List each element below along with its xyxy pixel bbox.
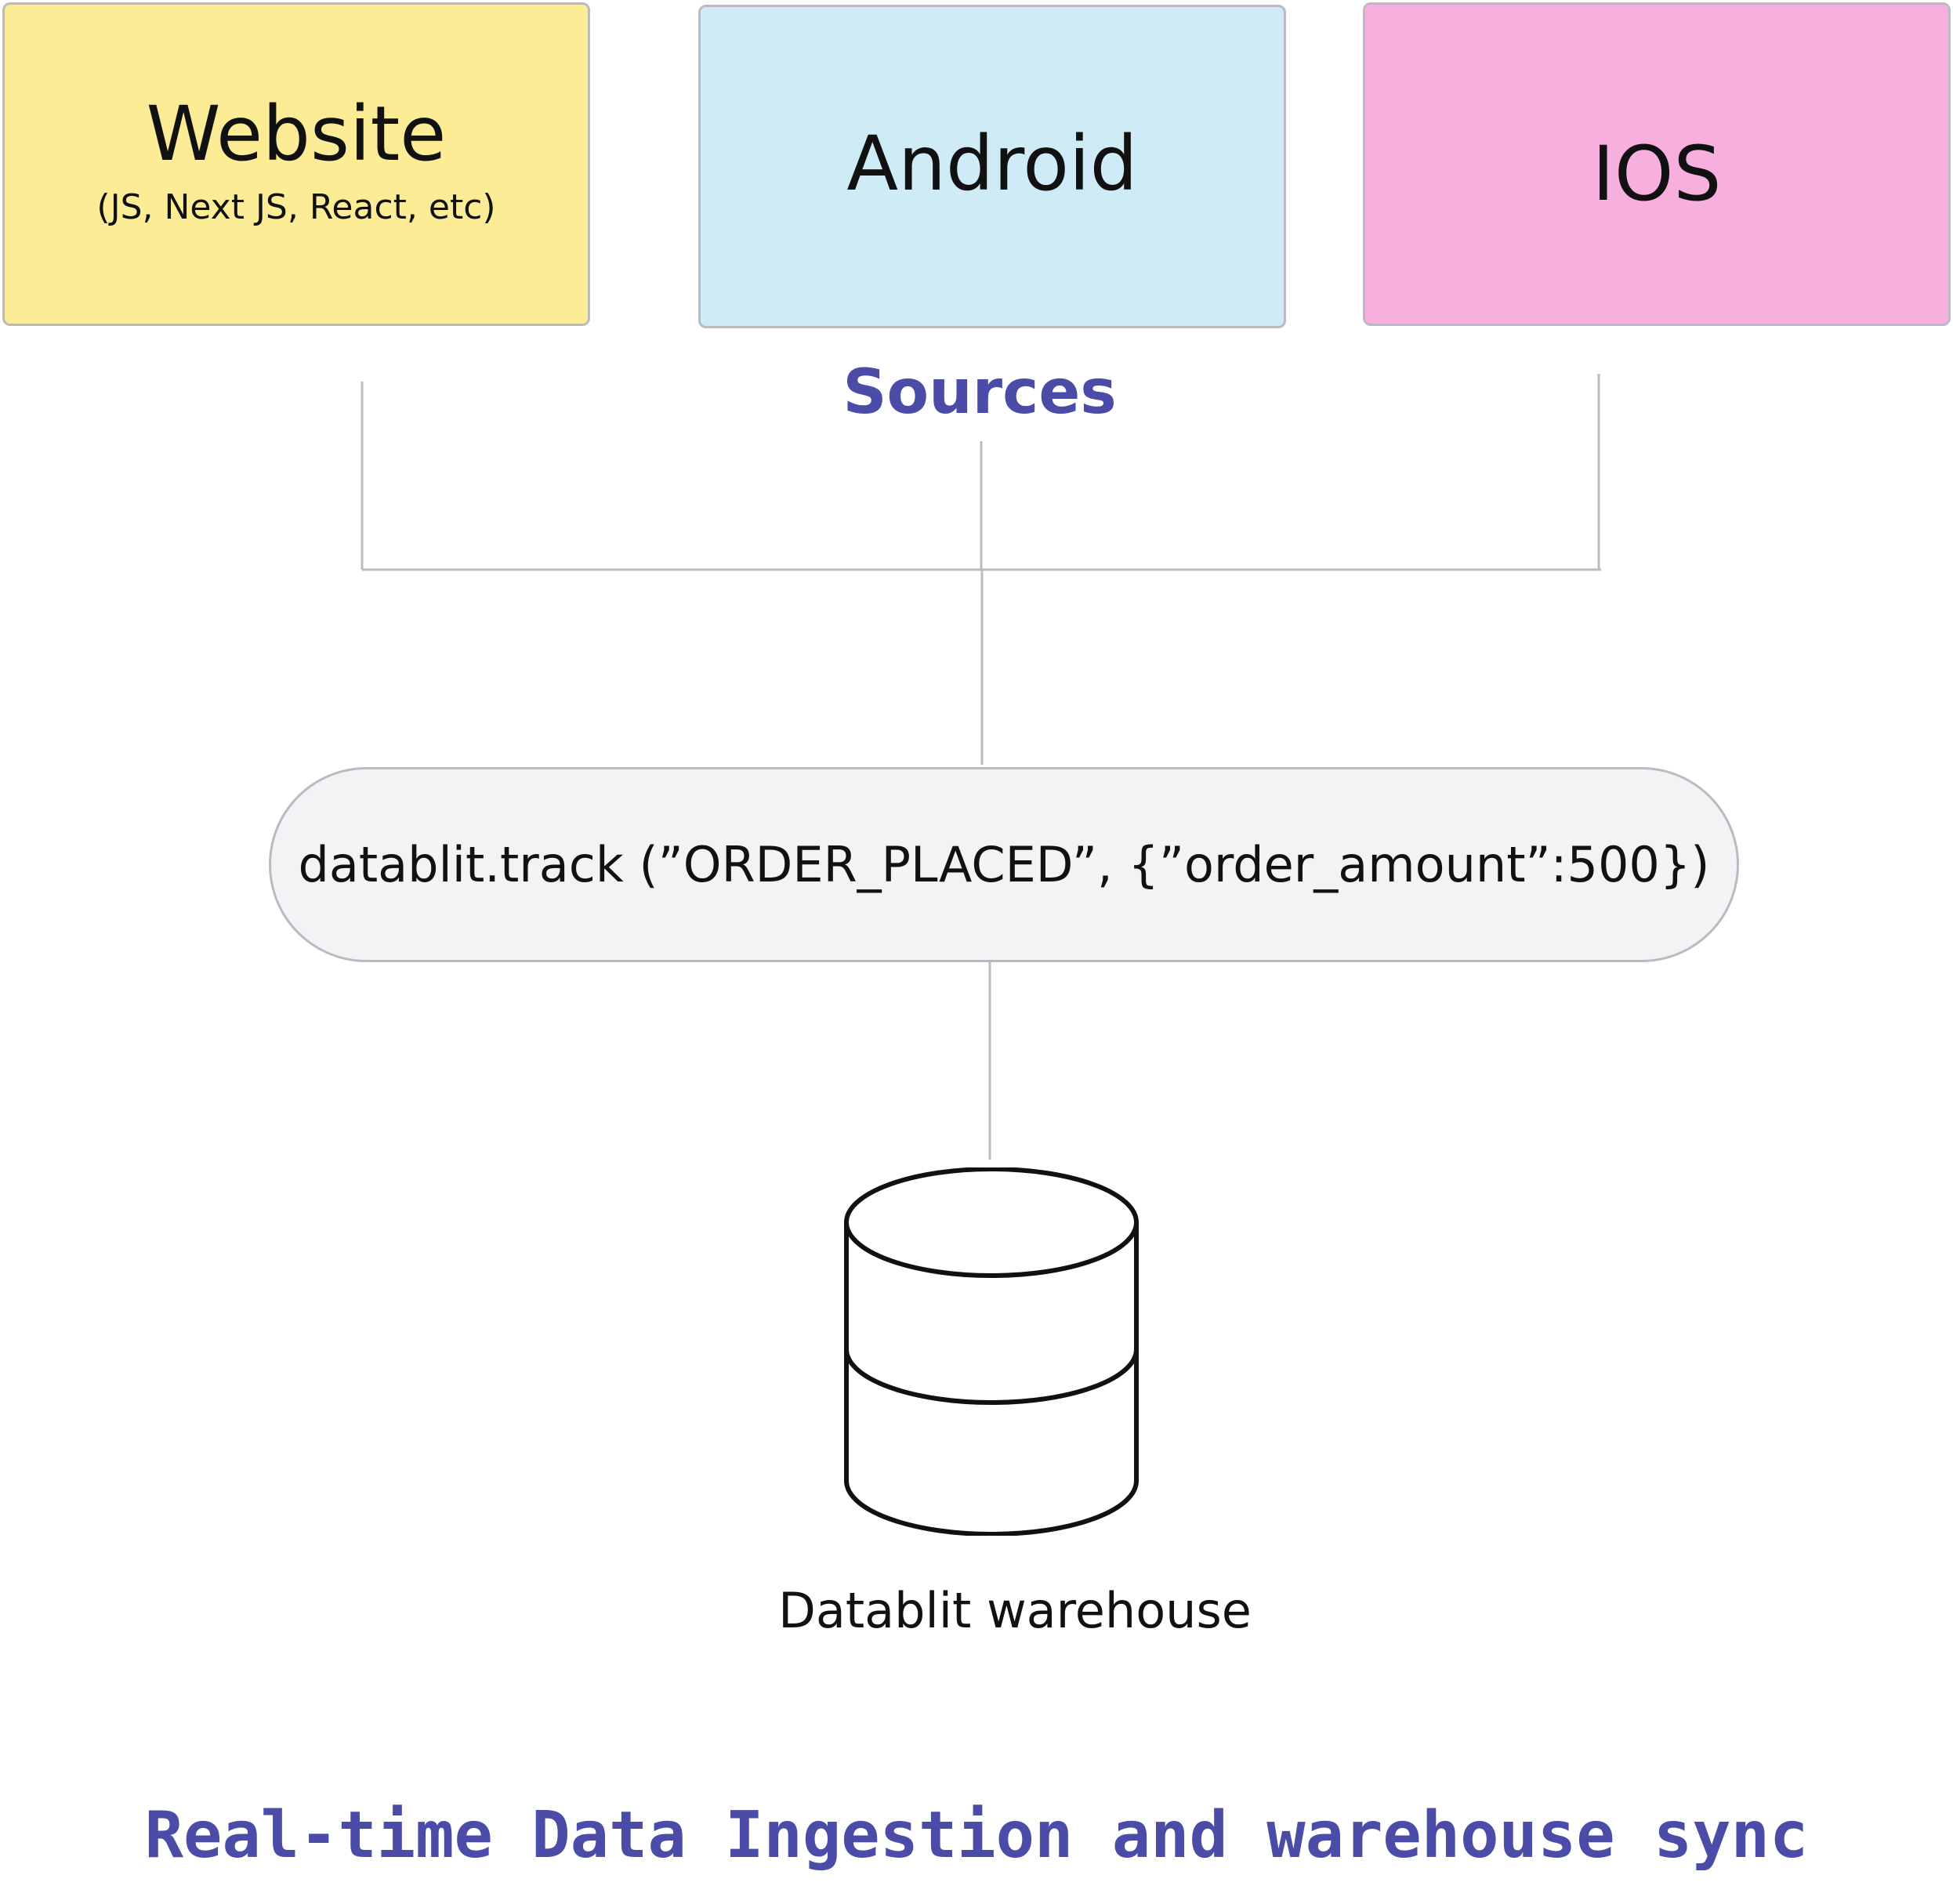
- diagram-footer-title: Real-time Data Ingestion and warehouse s…: [144, 1798, 1809, 1873]
- track-call-pill: datablit.track (”ORDER_PLACED”, {”order_…: [269, 767, 1739, 962]
- source-box-android: Android: [698, 5, 1286, 328]
- source-title-ios: IOS: [1592, 130, 1722, 218]
- source-subtitle-website: (JS, Next JS, React, etc): [96, 187, 496, 227]
- warehouse-label: Datablit warehouse: [778, 1582, 1252, 1639]
- track-call-code: datablit.track (”ORDER_PLACED”, {”order_…: [298, 836, 1710, 893]
- source-title-website: Website: [146, 90, 447, 178]
- sources-label: Sources: [842, 357, 1117, 428]
- source-box-ios: IOS: [1363, 2, 1951, 326]
- source-title-android: Android: [846, 120, 1138, 208]
- database-icon: [844, 1167, 1139, 1536]
- source-box-website: Website (JS, Next JS, React, etc): [2, 2, 590, 326]
